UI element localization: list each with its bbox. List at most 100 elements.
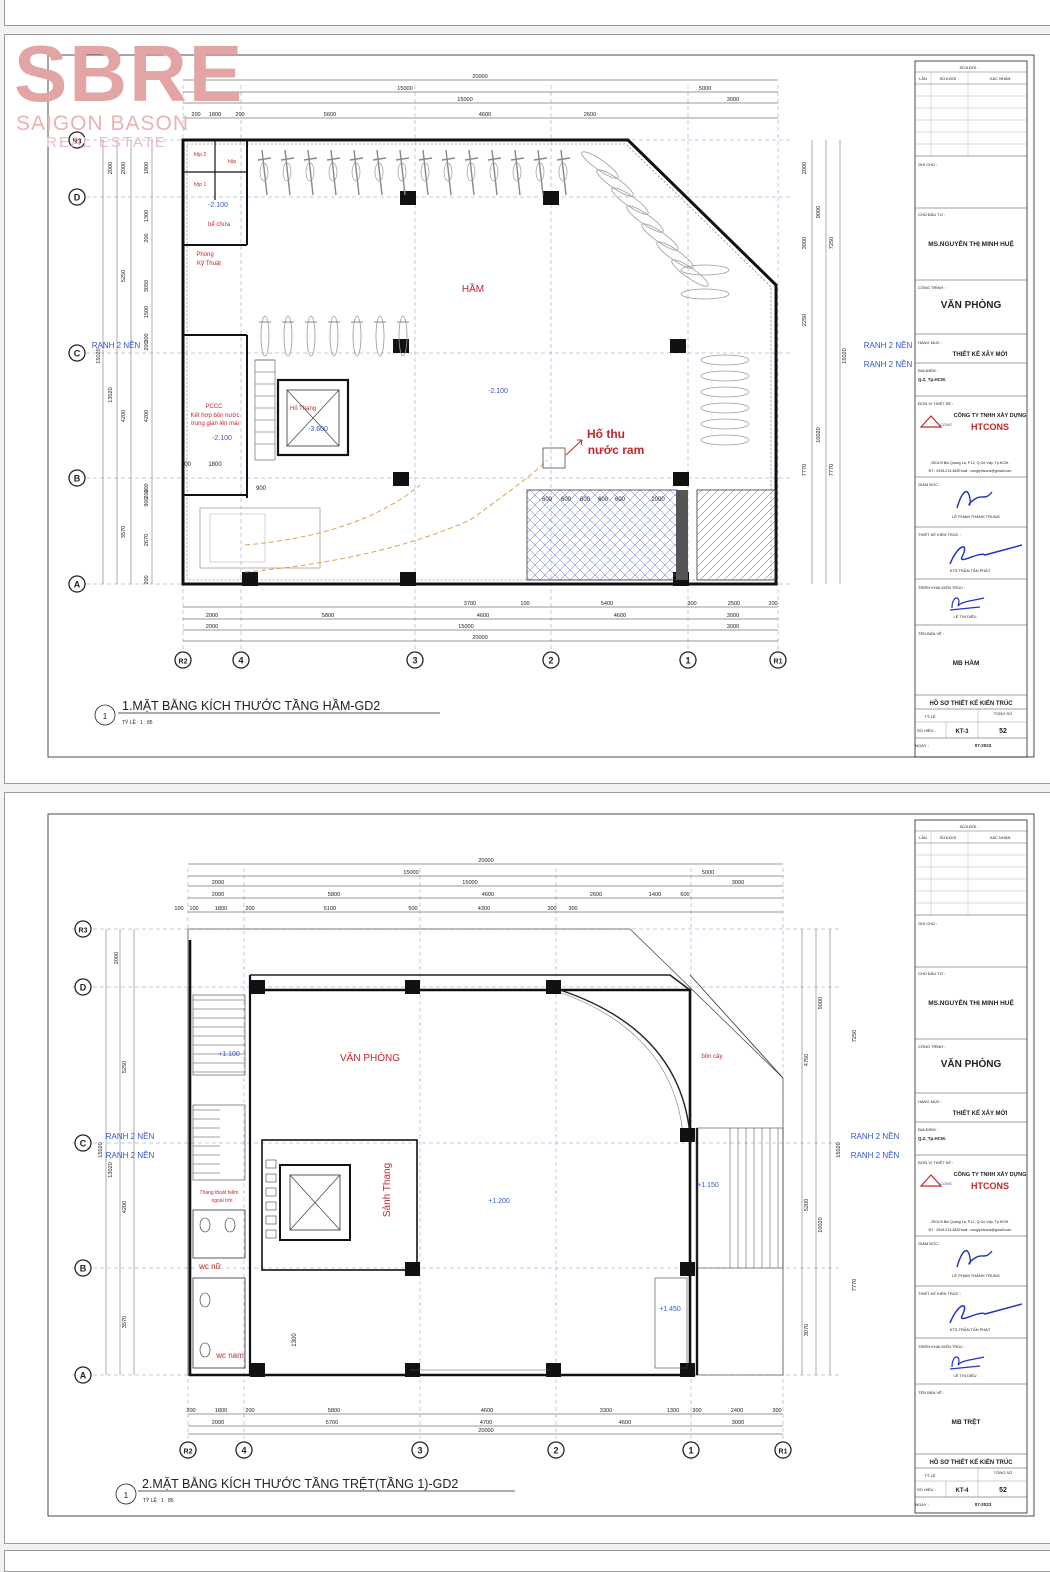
- dimension-value: 4600: [479, 112, 491, 118]
- dimension-value: 300: [687, 601, 696, 607]
- room-label: -3.600: [308, 426, 328, 433]
- room-label: RANH 2 NỀN: [851, 1131, 900, 1141]
- dimension-value: 1800: [215, 906, 227, 912]
- dimension-value: 2000: [212, 892, 224, 898]
- room-label: Kỹ Thuật: [197, 261, 221, 267]
- tb-brand: HTCONS: [971, 1181, 1009, 1191]
- tb-item: THIẾT KẾ XÂY MỚI: [953, 1109, 1008, 1117]
- elevator-car: [289, 1174, 341, 1231]
- room-label: RANH 2 NỀN: [92, 340, 141, 350]
- dimension-value: 200: [144, 489, 150, 498]
- dimension-value: 600: [680, 892, 689, 898]
- axis-v-D-label: D: [74, 193, 81, 203]
- axis-h-1-label: 1: [685, 656, 690, 666]
- dimension-value: 7250: [829, 237, 835, 249]
- htcons-logo-mark: CONS: [940, 1181, 952, 1186]
- axis-v-A-circle: [74, 1366, 92, 1384]
- dimension-value: 2500: [728, 601, 740, 607]
- column: [680, 1128, 695, 1142]
- toilet-icon: [199, 1292, 211, 1308]
- room-label: 2000: [651, 497, 665, 503]
- column: [680, 1363, 695, 1377]
- room-label: RANH 2 NỀN: [106, 1131, 155, 1141]
- column: [546, 980, 561, 994]
- tb-address: 25/11/9 Bùi Quang Là, P.12, Q.Gò Vấp, Tp…: [931, 1220, 1009, 1224]
- tb-designer-label: ĐƠN VỊ THIẾT KẾ :: [918, 401, 953, 406]
- column: [673, 472, 689, 486]
- dimension-value: 1500: [144, 306, 150, 318]
- drawing-border: [47, 54, 1035, 758]
- director-signature: [956, 490, 993, 509]
- leader-line: [565, 439, 583, 456]
- tb-phone: ĐT : 0918.214.482Email : conglyhtcons@gm…: [929, 469, 1012, 473]
- motorbike-icon: [349, 149, 364, 196]
- elevator-cross: [289, 1174, 341, 1231]
- ramp-2: [696, 489, 776, 581]
- tb-code-label: SỐ HIỆU :: [917, 1487, 936, 1492]
- tb-scale-label: TỶ LỆ: [924, 1473, 935, 1478]
- logo-main-text: SBRE: [14, 29, 245, 118]
- motorbike-icon: [535, 162, 545, 182]
- tb-director: LÊ PHẠM THÀNH TRUNG: [952, 514, 1000, 519]
- dimension-value: 10020: [816, 427, 822, 443]
- dimension-value: 9000: [816, 206, 822, 218]
- dimension-value: 3050: [144, 280, 150, 292]
- elevator-cross: [286, 389, 340, 447]
- tb-deploy: LÊ THỊ DIỆU: [953, 614, 976, 619]
- axis-h-R2-circle: [174, 651, 192, 669]
- toilet-icon: [224, 1217, 236, 1233]
- dimension-value: 2000: [121, 162, 127, 174]
- basement-stairs: [254, 359, 276, 461]
- sheet-ground: [4, 792, 1050, 1544]
- dimension-value: 5800: [328, 1408, 340, 1414]
- dimension-value: 4750: [804, 1054, 810, 1066]
- lift-lobby: [261, 1139, 418, 1271]
- dimension-value: 300: [772, 1408, 781, 1414]
- dimension-value: 5700: [326, 1420, 338, 1426]
- tb-revisions: SỬA ĐỔI :: [960, 65, 979, 70]
- room-label: bể chứa: [208, 221, 231, 228]
- outer-wall: [181, 138, 778, 586]
- tb-code: KT-4: [955, 1488, 969, 1494]
- tb-owner: MS.NGUYỄN THỊ MINH HUỆ: [928, 998, 1014, 1007]
- htcons-logo-mark: CONS: [940, 422, 952, 427]
- tb-drawing: MB HẦM: [953, 657, 980, 667]
- room-label: 600: [542, 497, 553, 503]
- dimension-value: 5000: [702, 870, 714, 876]
- tb-dossier: HỒ SƠ THIẾT KẾ KIẾN TRÚC: [929, 700, 1013, 707]
- dimension-value: 2670: [144, 534, 150, 546]
- sheet-top-edge: [4, 0, 1050, 26]
- dimension-value: 4600: [619, 1420, 631, 1426]
- axis-h-R1-circle: [774, 1441, 792, 1459]
- wc-male-room: [192, 1277, 246, 1369]
- axis-h-R1-label: R1: [779, 1449, 788, 1456]
- title-block-frame: [914, 819, 1028, 1514]
- room-label: hộp: [228, 159, 237, 165]
- dimension-value: 20000: [478, 1428, 494, 1434]
- room-label: hộp 1: [194, 182, 207, 188]
- tb-rev-col: XÁC NHẬN: [990, 835, 1011, 840]
- axis-h-4-circle: [235, 1441, 253, 1459]
- motorbike-icon: [626, 205, 664, 233]
- lobby-fixture: [265, 1187, 277, 1197]
- room-label: +1.450: [659, 1306, 681, 1313]
- motorbike-icon: [489, 162, 499, 182]
- axis-v-C-label: C: [74, 349, 81, 359]
- room-label: wc nữ: [198, 1262, 221, 1271]
- drawing-title: 1.MẶT BẰNG KÍCH THƯỚC TẦNG HẦM-GD2: [122, 698, 380, 713]
- dimension-value: 15000: [458, 624, 474, 630]
- dimension-value: 1300: [144, 210, 150, 222]
- motorbike-icon: [581, 151, 619, 179]
- motorbike-icon: [259, 162, 269, 182]
- motorbike-icon: [372, 149, 387, 196]
- motorbike-icon: [466, 162, 476, 182]
- tb-revisions: SỬA ĐỔI :: [960, 824, 979, 829]
- dimension-value: 5400: [601, 601, 613, 607]
- motorbike-icon: [420, 162, 430, 182]
- axis-h-R2-circle: [179, 1441, 197, 1459]
- motorbike-icon: [395, 149, 410, 196]
- room-label: 600: [561, 497, 572, 503]
